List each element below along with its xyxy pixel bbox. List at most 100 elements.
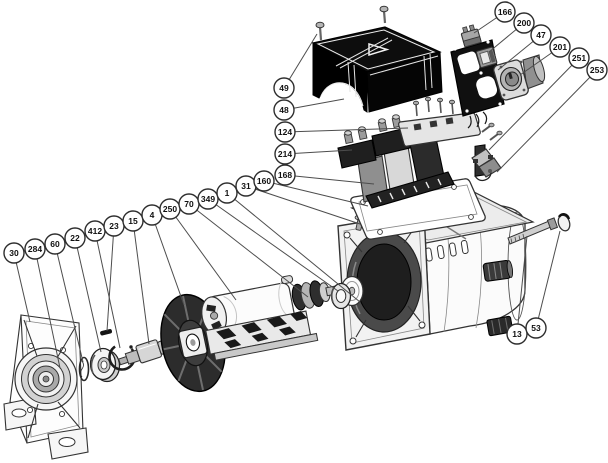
svg-text:201: 201 <box>553 42 567 52</box>
callout-22: 22 <box>64 227 86 249</box>
ball-bearing-front <box>89 347 121 383</box>
leader-line-284 <box>34 248 61 369</box>
rotor <box>201 275 338 361</box>
through-bolt <box>507 213 571 245</box>
leader-line-23 <box>106 225 115 332</box>
svg-text:251: 251 <box>572 53 586 63</box>
callout-284: 284 <box>24 238 46 260</box>
svg-text:253: 253 <box>590 65 604 75</box>
ball-bearing-rear <box>330 282 352 310</box>
callout-60: 60 <box>44 233 66 255</box>
callout-201: 201 <box>549 36 571 58</box>
leader-line-22 <box>74 237 102 353</box>
svg-text:70: 70 <box>184 199 194 209</box>
svg-text:349: 349 <box>201 194 215 204</box>
svg-text:214: 214 <box>278 149 292 159</box>
brush-holder-assembly <box>471 122 503 182</box>
callout-48: 48 <box>273 99 295 121</box>
svg-text:13: 13 <box>512 329 522 339</box>
svg-text:1: 1 <box>225 188 230 198</box>
callout-49: 49 <box>273 77 295 99</box>
svg-text:284: 284 <box>28 244 42 254</box>
callout-200: 200 <box>513 12 535 34</box>
svg-text:15: 15 <box>128 216 138 226</box>
callout-166: 166 <box>494 1 516 23</box>
svg-text:31: 31 <box>241 181 251 191</box>
svg-text:48: 48 <box>279 105 289 115</box>
leader-line-160 <box>263 180 369 207</box>
triangle-right-icon <box>368 42 390 57</box>
svg-text:49: 49 <box>279 83 289 93</box>
wave-washer <box>78 356 90 382</box>
callout-349: 349 <box>197 188 219 210</box>
svg-text:166: 166 <box>498 7 512 17</box>
callout-53: 53 <box>525 317 547 339</box>
leader-line-412 <box>94 230 121 349</box>
callout-13: 13 <box>506 323 528 345</box>
callout-253: 253 <box>586 59 608 81</box>
terminal-blocks <box>337 114 411 169</box>
board-screws <box>412 96 455 117</box>
svg-text:23: 23 <box>109 221 119 231</box>
callout-214: 214 <box>274 143 296 165</box>
svg-text:22: 22 <box>70 233 80 243</box>
capacitor-block <box>482 260 514 282</box>
bolt-head <box>546 217 559 231</box>
svg-text:168: 168 <box>278 170 292 180</box>
callout-168: 168 <box>274 164 296 186</box>
leader-line-1 <box>226 192 361 303</box>
svg-text:250: 250 <box>163 204 177 214</box>
rear-foot <box>486 315 514 337</box>
callout-15: 15 <box>122 210 144 232</box>
callout-251: 251 <box>568 47 590 69</box>
ribbed-bar <box>365 171 455 209</box>
callout-30: 30 <box>3 242 25 264</box>
vent-slots <box>424 240 469 262</box>
callout-70: 70 <box>178 193 200 215</box>
leader-line-251 <box>488 57 580 151</box>
leader-line-168 <box>284 174 375 185</box>
callout-4: 4 <box>141 204 163 226</box>
rocker-switch <box>475 46 498 69</box>
cover-screws <box>315 5 389 41</box>
leader-line-31 <box>245 185 361 225</box>
panel-wires <box>467 111 488 129</box>
leader-line-4 <box>151 214 185 306</box>
callout-31: 31 <box>235 175 257 197</box>
leader-line-13 <box>516 235 528 335</box>
leader-line-53 <box>535 230 561 329</box>
svg-text:160: 160 <box>257 176 271 186</box>
leader-line-124 <box>284 127 409 133</box>
leader-line-70 <box>188 203 309 298</box>
svg-text:53: 53 <box>531 323 541 333</box>
callout-160: 160 <box>253 170 275 192</box>
svg-text:60: 60 <box>50 239 60 249</box>
callout-47: 47 <box>530 24 552 46</box>
callout-1: 1 <box>216 182 238 204</box>
front-bracket <box>3 314 89 460</box>
svg-text:200: 200 <box>517 18 531 28</box>
receptacle <box>493 54 546 101</box>
leader-line-214 <box>284 149 353 155</box>
leader-line-253 <box>496 69 598 173</box>
svg-text:47: 47 <box>536 30 546 40</box>
callout-250: 250 <box>159 198 181 220</box>
svg-text:412: 412 <box>88 226 102 236</box>
leader-line-349 <box>207 198 339 292</box>
callout-23: 23 <box>103 215 125 237</box>
leader-line-60 <box>54 243 84 363</box>
leader-line-15 <box>132 220 150 345</box>
svg-text:30: 30 <box>9 248 19 258</box>
callout-124: 124 <box>274 121 296 143</box>
leader-line-30 <box>13 252 31 323</box>
leader-line-250 <box>169 208 237 301</box>
lifting-lug <box>281 275 294 285</box>
shaft-key <box>100 329 113 336</box>
slip-rings <box>291 280 338 311</box>
circuit-breaker <box>460 24 482 48</box>
svg-text:4: 4 <box>150 210 155 220</box>
canopy-cover <box>311 26 443 113</box>
